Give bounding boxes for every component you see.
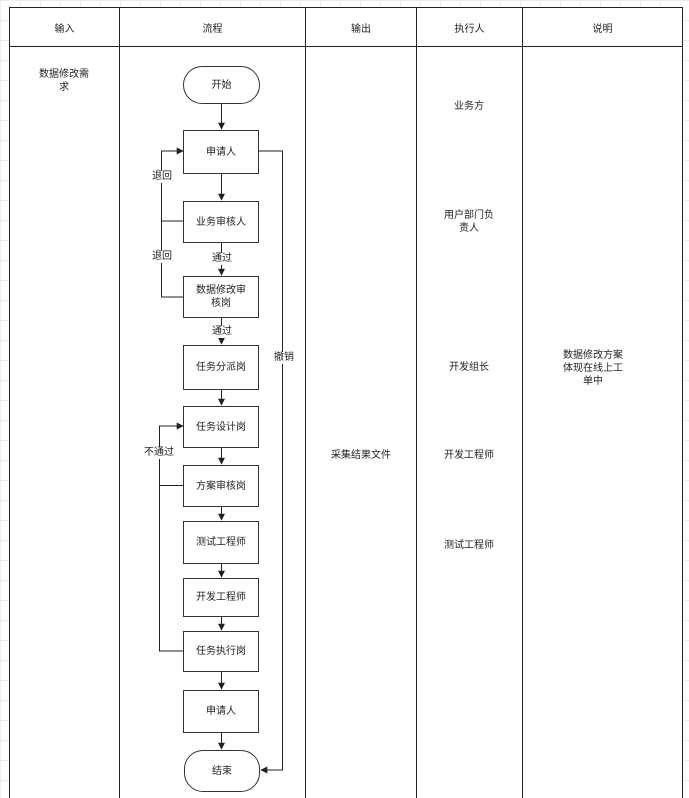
executor-business: 业务方 (454, 101, 484, 112)
node-applicant: 申请人 (183, 130, 259, 174)
header-executor: 执行人 (417, 8, 522, 46)
node-data-change-review: 数据修改审核岗 (183, 276, 259, 318)
edge-label-revoke: 撤销 (273, 352, 295, 364)
executor-dev-lead: 开发组长 (449, 362, 489, 373)
edge-label-not-pass: 不通过 (143, 447, 175, 459)
node-business-review: 业务审核人 (183, 201, 259, 243)
edge-label-pass-2: 通过 (211, 326, 233, 338)
node-end: 结束 (184, 750, 260, 792)
header-output: 输出 (306, 8, 416, 46)
executor-dev-engineer: 开发工程师 (444, 450, 494, 461)
description-text: 数据修改方案体现在线上工单中 (563, 350, 623, 387)
node-task-dispatch: 任务分派岗 (183, 345, 259, 390)
edge-label-pass-1: 通过 (211, 253, 233, 265)
node-task-design: 任务设计岗 (183, 406, 259, 448)
output-text: 采集结果文件 (331, 450, 391, 461)
return-connectors (159, 147, 283, 774)
swimlane-table (9, 7, 683, 798)
header-description: 说明 (523, 8, 682, 46)
node-test-engineer: 测试工程师 (183, 521, 259, 564)
input-text: 数据修改需求 (39, 69, 89, 93)
edge-label-return-1: 退回 (151, 171, 173, 183)
header-input: 输入 (10, 8, 119, 46)
header-process: 流程 (120, 8, 305, 46)
executor-dept-head: 用户部门负责人 (444, 210, 494, 234)
node-plan-review: 方案审核岗 (183, 465, 259, 507)
edge-label-return-2: 退回 (151, 251, 173, 263)
node-task-execute: 任务执行岗 (183, 631, 259, 672)
node-dev-engineer: 开发工程师 (183, 578, 259, 617)
node-applicant-final: 申请人 (183, 690, 259, 733)
executor-test-engineer: 测试工程师 (444, 540, 494, 551)
node-start: 开始 (183, 66, 260, 104)
